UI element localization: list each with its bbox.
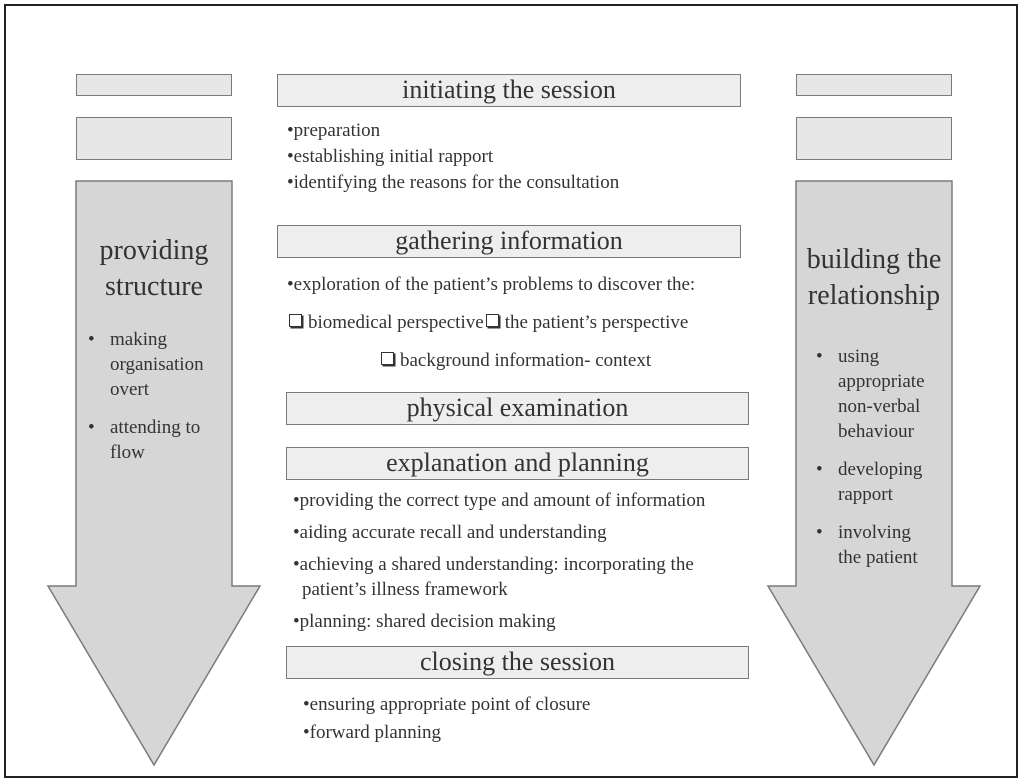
closing-header: closing the session xyxy=(286,646,749,679)
physical-header: physical examination xyxy=(286,392,749,425)
patient-perspective-label: the patient’s perspective xyxy=(504,312,689,333)
left-bullet-1-line1: making xyxy=(110,329,167,350)
explanation-item-information: •providing the correct type and amount o… xyxy=(293,490,706,511)
left-title-line2: structure xyxy=(105,271,203,302)
biomedical-perspective-label: biomedical perspective xyxy=(308,312,484,333)
right-bullet-nonverbal: using appropriate non-verbal behaviour xyxy=(812,344,952,444)
checkbox-icon xyxy=(381,352,394,365)
explanation-item-shared-understanding: •achieving a shared understanding: incor… xyxy=(293,554,694,575)
explanation-item-illness-framework: patient’s illness framework xyxy=(302,579,508,600)
checkbox-icon xyxy=(289,314,302,327)
explanation-item-recall: •aiding accurate recall and understandin… xyxy=(293,522,607,543)
right-bullet-2-line1: developing xyxy=(838,459,923,480)
diagram-frame xyxy=(4,4,1018,778)
left-bullet-organisation: making organisation overt xyxy=(84,327,234,402)
gathering-background-row: background information- context xyxy=(381,348,651,374)
left-top-bar xyxy=(76,74,232,96)
gathering-perspectives-row: biomedical perspective the patient’s pers… xyxy=(289,310,688,336)
gathering-header: gathering information xyxy=(277,225,741,258)
left-bullet-2-line2: flow xyxy=(110,442,145,463)
right-bullet-1-line3: non-verbal xyxy=(838,396,921,417)
initiating-item-rapport: •establishing initial rapport xyxy=(287,146,494,167)
left-bullet-2-line1: attending to xyxy=(110,417,201,438)
right-bullet-2-line2: rapport xyxy=(838,484,893,505)
gathering-intro: •exploration of the patient’s problems t… xyxy=(287,274,696,295)
checkbox-icon xyxy=(485,314,499,327)
right-second-bar xyxy=(796,117,952,160)
right-top-bar xyxy=(796,74,952,96)
background-information-label: background information- context xyxy=(400,350,652,371)
right-bullets: using appropriate non-verbal behaviour d… xyxy=(812,344,952,583)
right-bullet-1-line4: behaviour xyxy=(838,421,914,442)
left-title-line1: providing xyxy=(99,235,209,266)
right-bullet-involving: involving the patient xyxy=(812,520,952,570)
left-bullet-1-line3: overt xyxy=(110,379,150,400)
right-bullet-rapport: developing rapport xyxy=(812,457,952,507)
explanation-item-decision-making: •planning: shared decision making xyxy=(293,611,556,632)
right-title-line1: building the xyxy=(806,244,942,275)
right-title: building the relationship xyxy=(790,242,958,314)
closing-item-forward-planning: •forward planning xyxy=(303,722,442,743)
left-bullets: making organisation overt attending to f… xyxy=(84,327,234,478)
left-bullet-1-line2: organisation xyxy=(110,354,204,375)
left-bullet-flow: attending to flow xyxy=(84,415,234,465)
initiating-header: initiating the session xyxy=(277,74,741,107)
initiating-item-preparation: •preparation xyxy=(287,120,381,141)
right-bullet-1-line1: using xyxy=(838,346,880,367)
left-title: providing structure xyxy=(76,233,232,305)
right-title-line2: relationship xyxy=(807,280,941,311)
right-bullet-3-line2: the patient xyxy=(838,547,918,568)
initiating-item-reasons: •identifying the reasons for the consult… xyxy=(287,172,620,193)
closing-item-closure: •ensuring appropriate point of closure xyxy=(303,694,591,715)
right-bullet-1-line2: appropriate xyxy=(838,371,925,392)
right-bullet-3-line1: involving xyxy=(838,522,911,543)
left-second-bar xyxy=(76,117,232,160)
explanation-header: explanation and planning xyxy=(286,447,749,480)
